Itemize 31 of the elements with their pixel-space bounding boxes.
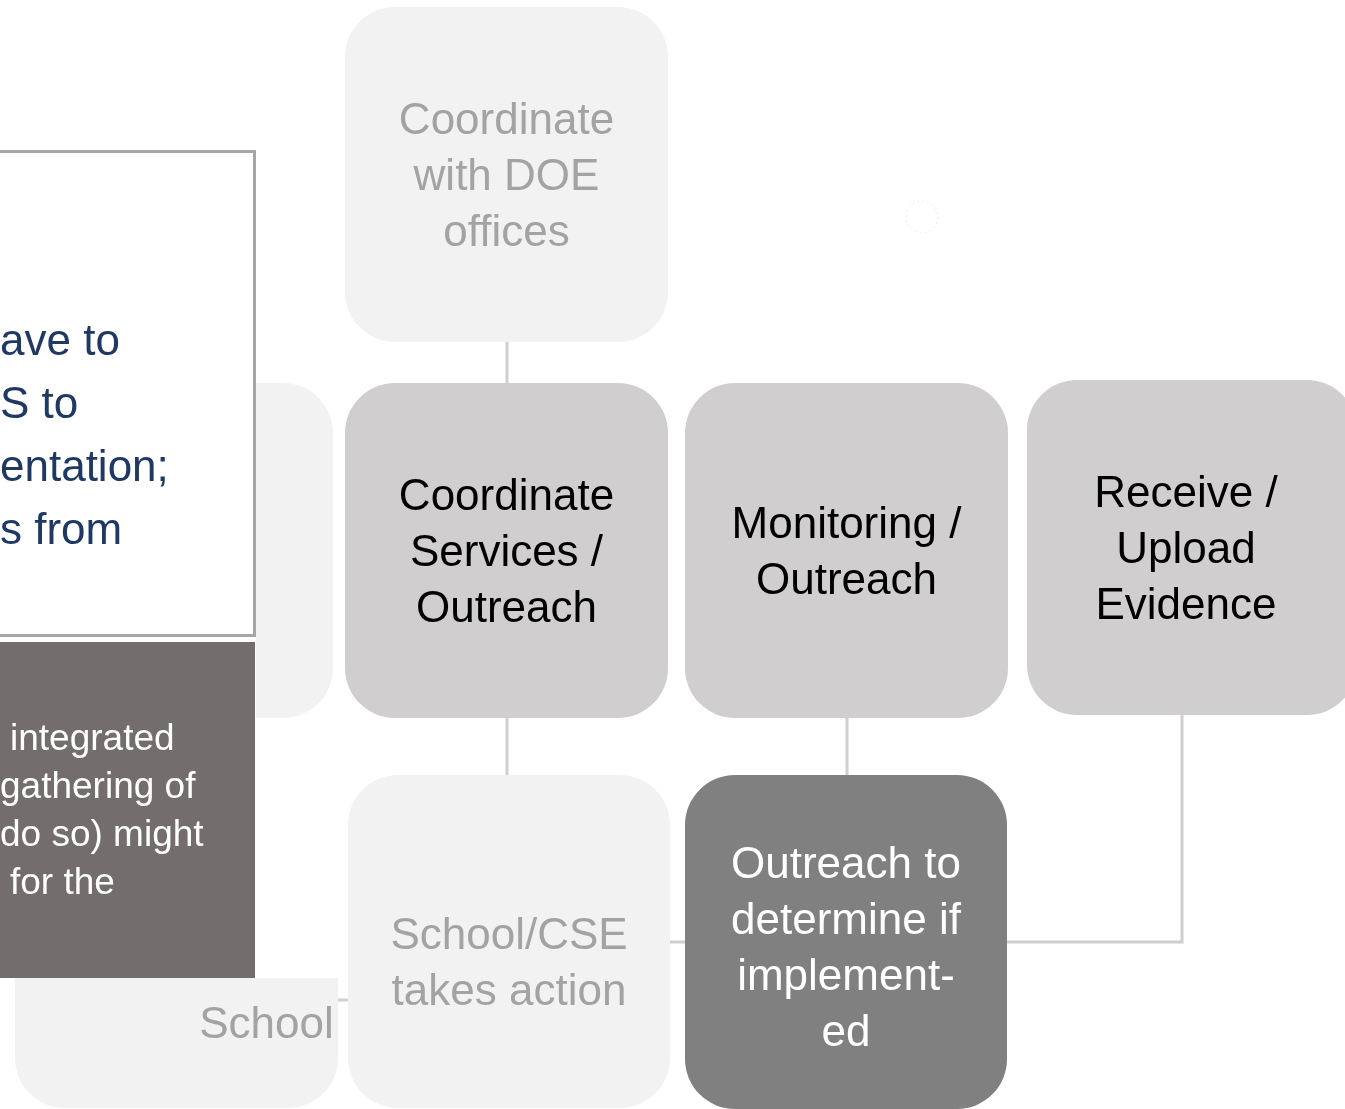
callout-box [0, 642, 255, 978]
callout-text: integrated [10, 716, 175, 760]
box-label: Monitoring / Outreach [730, 496, 963, 605]
connector-line [1007, 715, 1184, 944]
box-label: Coordinate Services / Outreach [397, 468, 616, 633]
box-label: Outreach to determine if implement- ed [730, 837, 962, 1057]
callout-text: do so) might [0, 812, 204, 856]
callout-text: ave to [0, 313, 120, 366]
process-box [1027, 380, 1345, 715]
process-box [348, 775, 670, 1108]
callout-text: gathering of [0, 764, 196, 808]
connector-line [670, 940, 685, 944]
process-box [685, 775, 1007, 1109]
box-label: School [199, 997, 334, 1049]
connector-line [505, 718, 509, 775]
process-box [15, 978, 338, 1108]
process-box [345, 383, 668, 718]
connector-line [845, 718, 849, 775]
callout-text: S to [0, 376, 79, 429]
process-box [685, 383, 1008, 718]
callout-text: for the [10, 860, 115, 904]
process-box [256, 383, 333, 718]
process-box [345, 7, 668, 342]
callout-text: entation; [0, 439, 169, 492]
callout-text: s from [0, 502, 123, 555]
box-label: School/CSE takes action [389, 907, 629, 1016]
connector-line [505, 342, 509, 383]
connector-line [338, 998, 348, 1002]
box-label: Coordinate with DOE offices [397, 92, 616, 257]
callout-box [0, 150, 256, 637]
box-label: Receive / Upload Evidence [1093, 465, 1279, 630]
